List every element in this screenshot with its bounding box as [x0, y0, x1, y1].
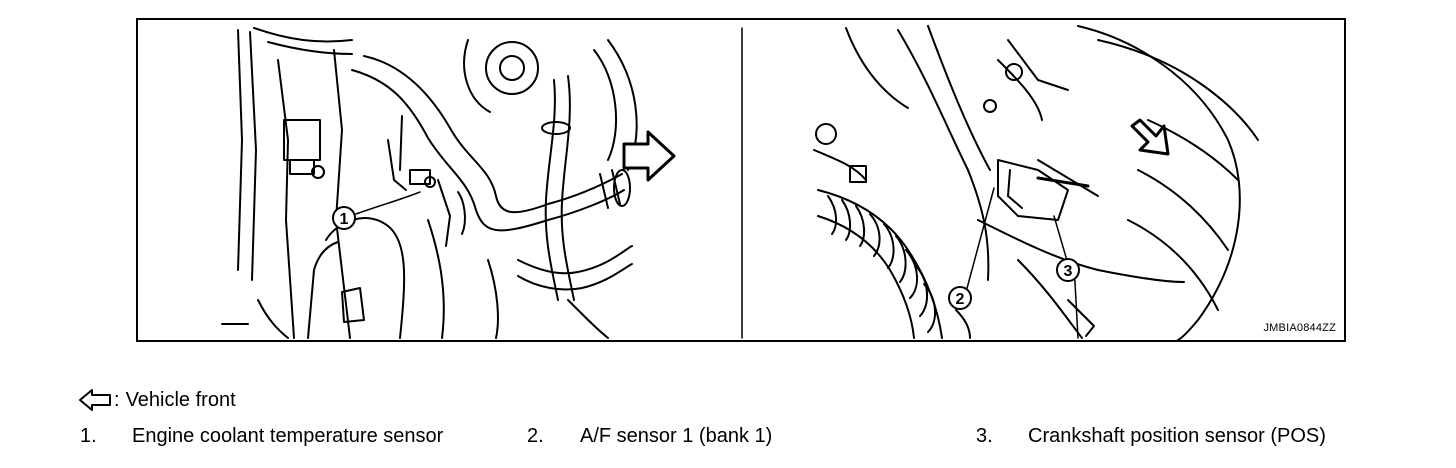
item-3-label: Crankshaft position sensor (POS)	[1028, 425, 1326, 447]
left-panel-drawing	[221, 27, 676, 339]
figure-code: JMBIA0844ZZ	[1263, 322, 1336, 334]
right-panel-drawing	[813, 25, 1259, 340]
vehicle-front-legend: : Vehicle front	[78, 386, 236, 414]
callout-3: 3	[1056, 258, 1080, 282]
front-arrow-left-panel	[622, 130, 676, 182]
svg-text:1: 1	[340, 211, 349, 228]
engine-illustration: 1	[221, 25, 1259, 340]
item-1-label: Engine coolant temperature sensor	[132, 425, 444, 447]
front-arrow-right-panel	[1130, 118, 1170, 156]
item-2-label: A/F sensor 1 (bank 1)	[580, 425, 773, 447]
legend-separator: :	[114, 388, 120, 411]
item-3-number: 3.	[976, 425, 993, 447]
engine-illustration-frame: 1	[136, 18, 1346, 342]
callout-2: 2	[948, 286, 972, 310]
svg-text:3: 3	[1064, 263, 1073, 280]
hollow-arrow-icon	[79, 389, 111, 411]
legend-label: Vehicle front	[125, 388, 236, 411]
item-1-number: 1.	[80, 425, 97, 447]
svg-text:2: 2	[956, 291, 965, 308]
item-2-number: 2.	[527, 425, 544, 447]
callout-1: 1	[332, 206, 356, 230]
